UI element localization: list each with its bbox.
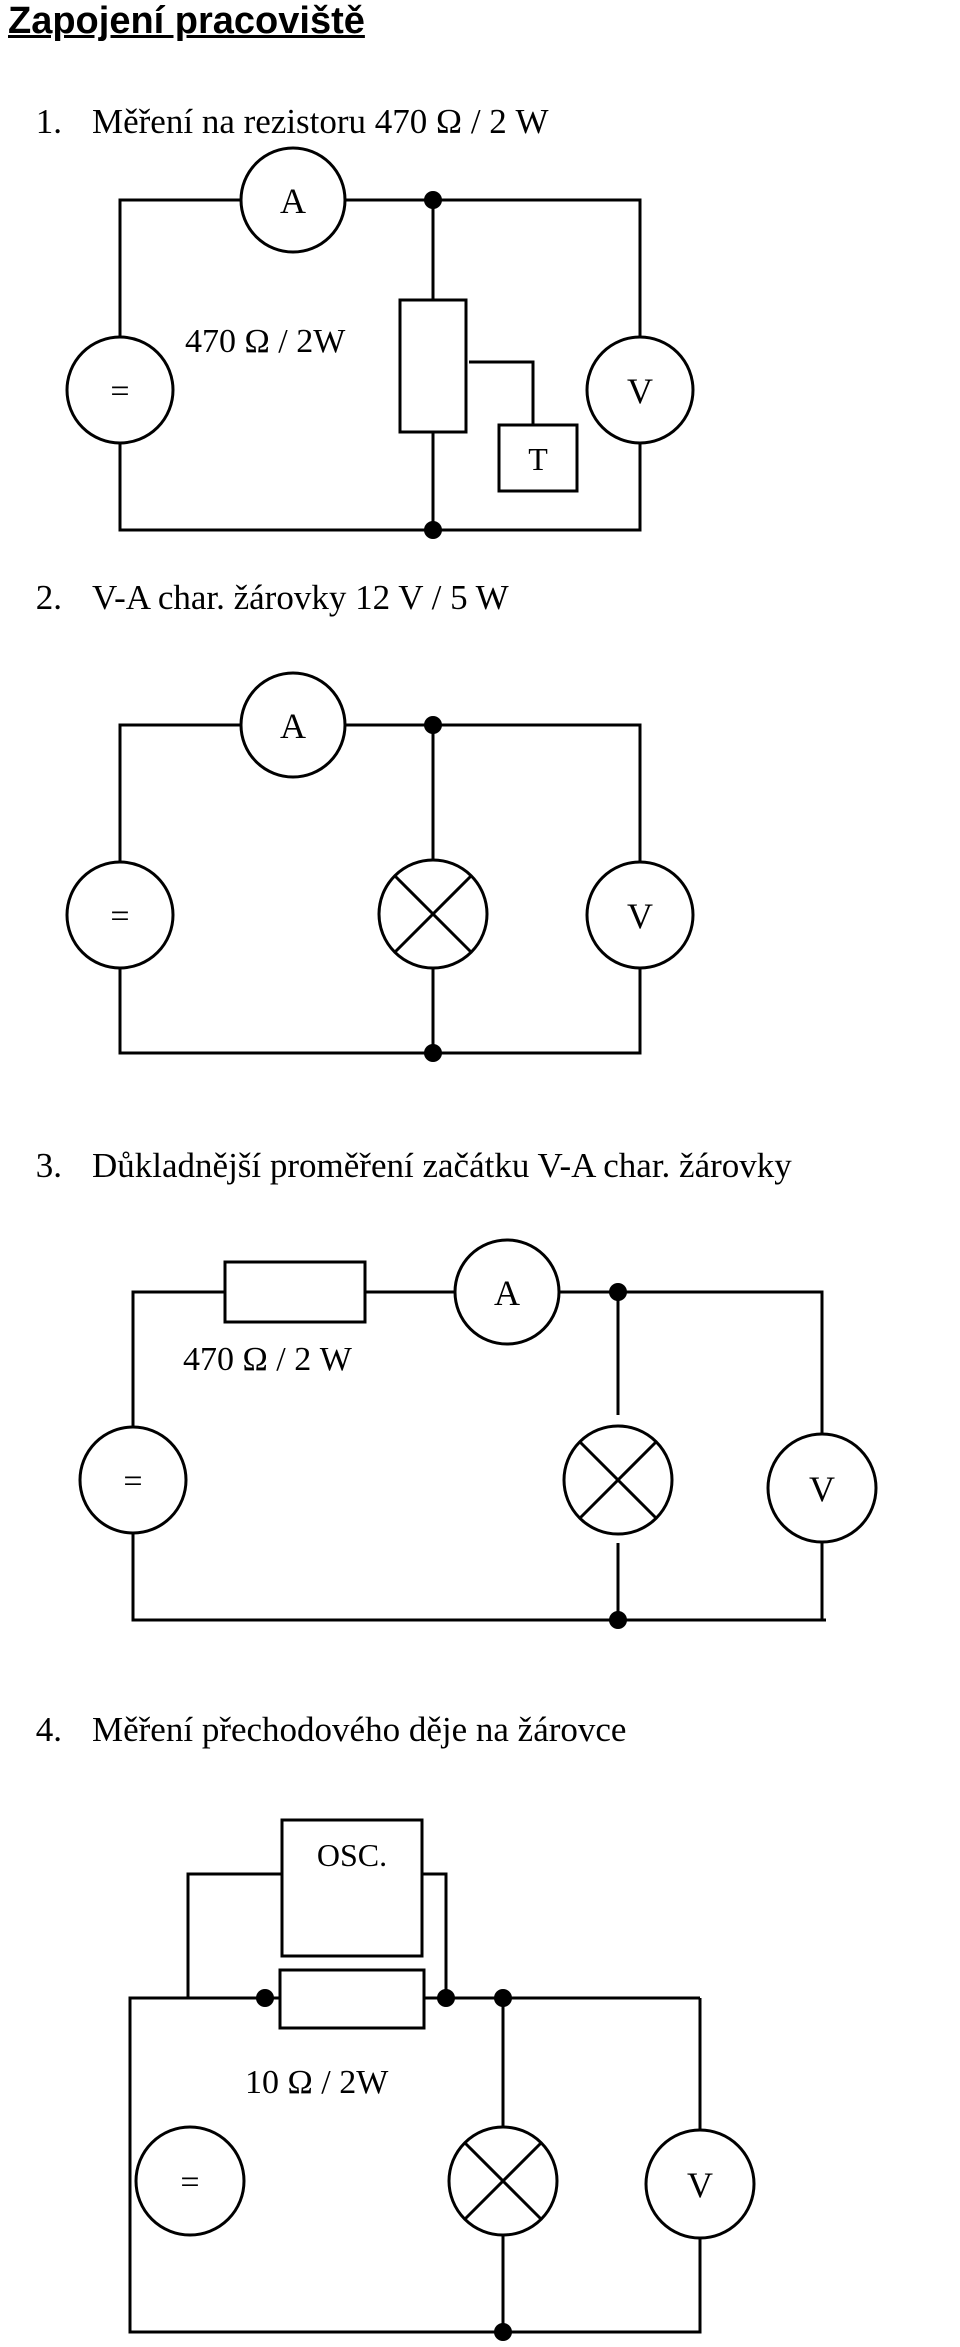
ammeter-label: A — [494, 1273, 520, 1313]
circuit-2-wires — [118, 723, 642, 1055]
ammeter-label: A — [280, 181, 306, 221]
section-2-heading: 2. V-A char. žárovky 12 V / 5 W — [0, 578, 509, 618]
junction-node — [424, 191, 442, 209]
oscilloscope-label: OSC. — [317, 1837, 387, 1873]
resistor-label: 470 Ω / 2 W — [183, 1341, 353, 1378]
circuit-1-voltmeter: V — [585, 335, 695, 445]
section-1-number: 1. — [35, 102, 62, 141]
circuit-3-diagram: 470 Ω / 2 W A = V — [78, 1238, 878, 1629]
junction-node — [609, 1283, 627, 1301]
section-4-number: 4. — [35, 1710, 62, 1749]
resistor-label: 470 Ω / 2W — [185, 323, 346, 360]
section-1-heading: 1. Měření na rezistoru 470 Ω / 2 W — [0, 102, 549, 142]
circuit-1-resistor — [398, 298, 468, 434]
section-4-heading: 4. Měření přechodového děje na žárovce — [0, 1710, 627, 1750]
circuit-4-resistor — [278, 1968, 426, 2030]
circuit-2-ammeter: A — [239, 671, 347, 779]
source-label: = — [110, 373, 129, 410]
page-title: Zapojení pracoviště — [8, 0, 365, 42]
source-label: = — [180, 2164, 199, 2201]
circuit-3-lamp — [562, 1424, 674, 1536]
circuit-1-diagram: = A V 470 Ω / 2W T — [65, 146, 695, 539]
ammeter-label: A — [280, 706, 306, 746]
circuit-1-thermometer: T — [497, 423, 579, 493]
source-label: = — [110, 898, 129, 935]
junction-node — [424, 521, 442, 539]
section-4-title: Měření přechodového děje na žárovce — [92, 1710, 627, 1749]
voltmeter-label: V — [687, 2165, 713, 2205]
thermometer-label: T — [528, 441, 548, 477]
section-2-title: V-A char. žárovky 12 V / 5 W — [92, 578, 509, 617]
junction-node — [494, 2323, 512, 2341]
circuit-2-lamp — [377, 858, 489, 970]
circuit-4-voltmeter: V — [644, 2128, 756, 2240]
section-3-heading: 3. Důkladnější proměření začátku V-A char… — [0, 1146, 792, 1186]
circuit-4-wires — [128, 1872, 702, 2334]
section-2-number: 2. — [35, 578, 62, 617]
junction-node — [609, 1611, 627, 1629]
voltmeter-label: V — [627, 371, 653, 411]
circuit-1-source: = — [65, 335, 175, 445]
circuit-4-diagram: OSC. 10 Ω / 2W = V — [128, 1818, 756, 2341]
resistor-label: 10 Ω / 2W — [245, 2064, 389, 2101]
circuit-2-source: = — [65, 860, 175, 970]
source-label: = — [123, 1463, 142, 1500]
circuit-3-voltmeter: V — [766, 1432, 878, 1544]
junction-node — [424, 716, 442, 734]
circuit-1-ammeter: A — [239, 146, 347, 254]
junction-node — [256, 1989, 274, 2007]
voltmeter-label: V — [809, 1469, 835, 1509]
circuit-4-oscilloscope: OSC. — [280, 1818, 424, 1958]
section-3-number: 3. — [35, 1146, 62, 1185]
circuit-2-voltmeter: V — [585, 860, 695, 970]
circuit-2-diagram: = A V — [65, 671, 695, 1062]
section-1-title: Měření na rezistoru 470 Ω / 2 W — [92, 102, 549, 141]
circuit-4-lamp — [447, 2125, 559, 2237]
junction-node — [424, 1044, 442, 1062]
circuit-3-source: = — [78, 1425, 188, 1535]
circuit-3-resistor — [223, 1260, 367, 1324]
circuit-3-ammeter: A — [453, 1238, 561, 1346]
section-3-title: Důkladnější proměření začátku V-A char. … — [92, 1146, 792, 1185]
circuit-4-source: = — [134, 2125, 246, 2237]
junction-node — [494, 1989, 512, 2007]
junction-node — [437, 1989, 455, 2007]
voltmeter-label: V — [627, 896, 653, 936]
